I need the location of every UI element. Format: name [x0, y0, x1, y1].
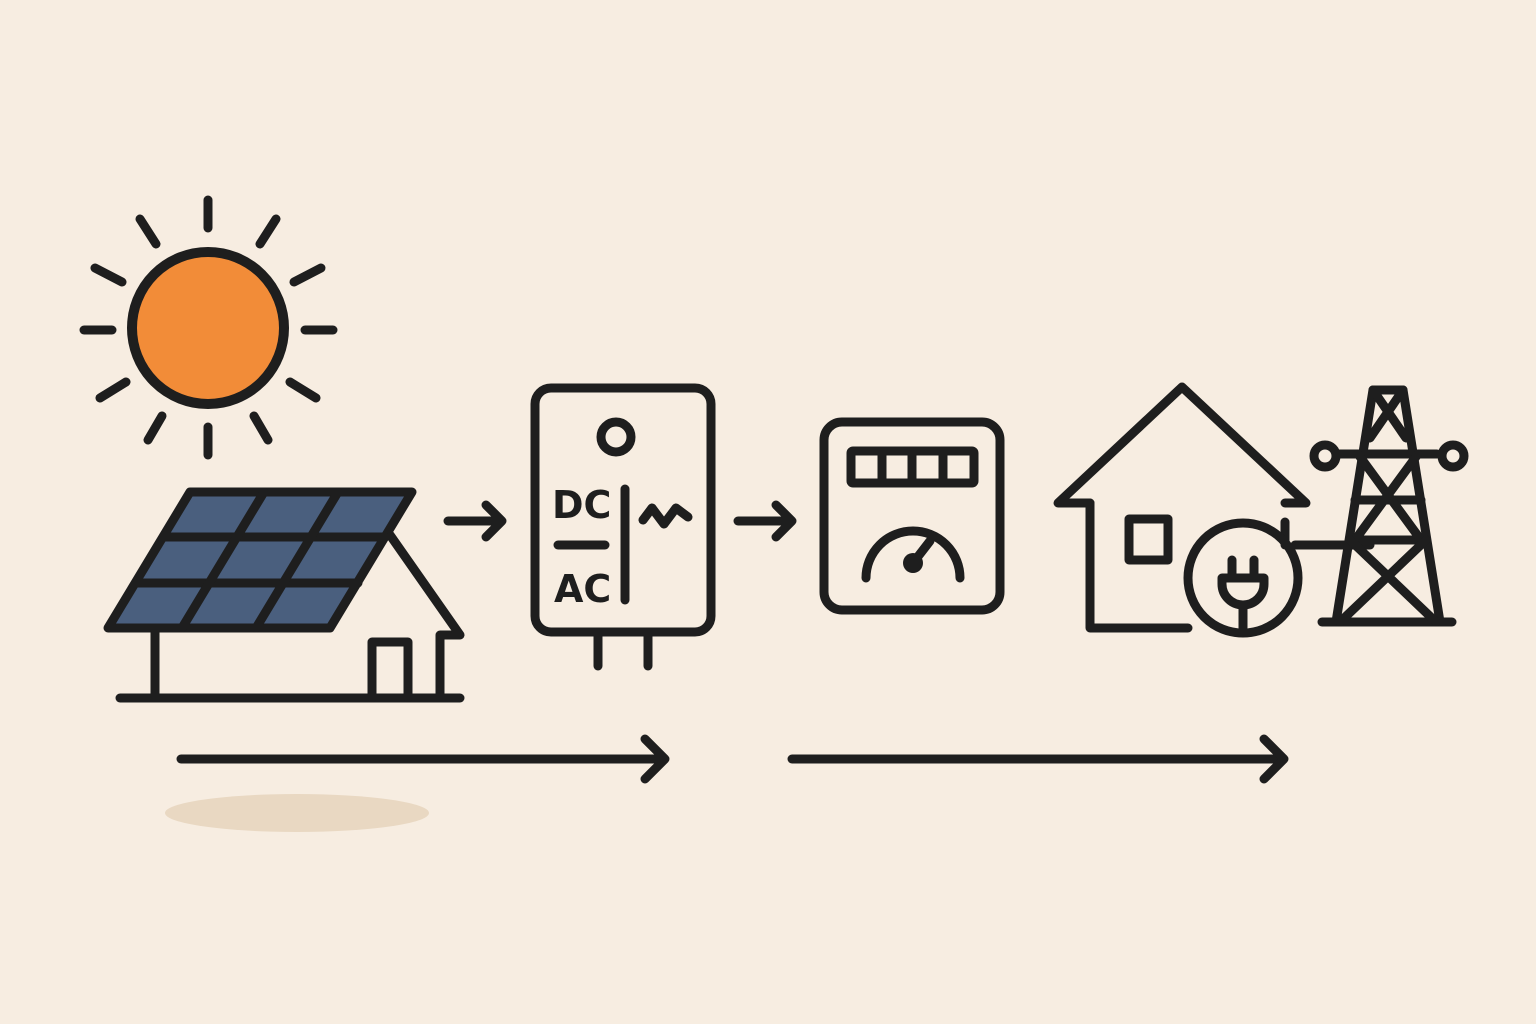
solar-panel-house-icon: [103, 487, 465, 703]
sun-icon: [79, 195, 338, 460]
arrow-to-inverter-icon: [443, 500, 507, 542]
inverter-icon: DC AC: [530, 383, 716, 671]
long-arrow-1-icon: [176, 734, 670, 784]
inverter-dc-label: DC: [552, 483, 611, 527]
long-arrow-2-icon: [787, 734, 1289, 784]
house-plug-icon: [1053, 382, 1375, 638]
meter-icon: [819, 417, 1005, 615]
arrow-to-meter-icon: [733, 500, 797, 542]
power-tower-icon: [1309, 385, 1469, 627]
inverter-ac-label: AC: [554, 567, 611, 611]
ground-shadow: [165, 794, 429, 832]
